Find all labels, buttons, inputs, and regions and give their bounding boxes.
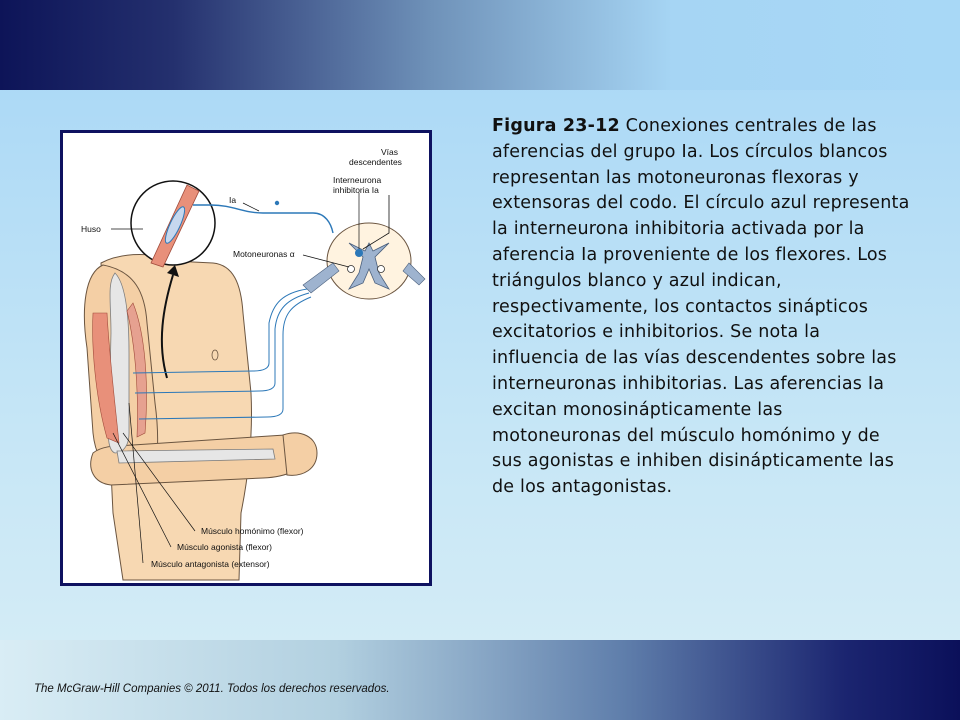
extensor-muscle [126,302,147,438]
label-musculo-antagonista: Músculo antagonista (extensor) [151,559,270,569]
ia-fiber-node [274,200,280,206]
label-musculo-homonimo: Músculo homónimo (flexor) [201,526,304,536]
homonimo-leader [122,432,196,532]
zoom-arrowhead [167,265,179,277]
label-vias: Vías [381,147,399,157]
caption-text: Conexiones centrales de las aferencias d… [492,116,910,498]
label-motoneuronas: Motoneuronas α [233,249,295,259]
header-gradient-band [0,0,960,90]
grey-matter [347,242,391,290]
fist [282,432,318,476]
label-huso: Huso [81,224,101,234]
footer-gradient-band [0,640,960,720]
motoneuron-extensor [377,265,385,273]
dorsal-root [402,262,426,286]
label-interneurona: Interneurona [333,175,382,185]
efferent-fiber-3 [138,296,312,420]
copyright-footer: The McGraw-Hill Companies © 2011. Todos … [34,683,390,695]
navel [211,349,219,361]
antagonista-leader [128,402,144,564]
agonista-leader [112,432,172,548]
flexor-muscle [92,312,120,444]
zoom-arrow [160,274,174,379]
ia-afferent-fiber [193,204,334,234]
forearm-bones [116,448,276,464]
descending-pathway [362,195,390,250]
label-musculo-agonista: Músculo agonista (flexor) [177,542,272,552]
ventral-root [302,262,340,294]
inhibitory-interneuron [355,249,363,257]
figure-caption: Figura 23-12 Conexiones centrales de las… [492,114,912,501]
figure-illustration: Vías descendentes Interneurona inhibitor… [60,130,432,586]
efferent-fiber-2 [134,292,310,394]
label-inhibitoria: inhibitoria Ia [333,185,379,195]
reflex-arc-diagram [83,180,426,581]
ia-leader [242,202,260,212]
label-descendentes: descendentes [349,157,402,167]
figure-number: Figura 23-12 [492,116,620,136]
efferent-fiber-1 [132,288,308,374]
motoneuron-flexor [347,265,355,273]
motoneuronas-leader [302,254,350,268]
spindle-core [164,206,186,244]
label-ia: Ia [229,195,237,205]
